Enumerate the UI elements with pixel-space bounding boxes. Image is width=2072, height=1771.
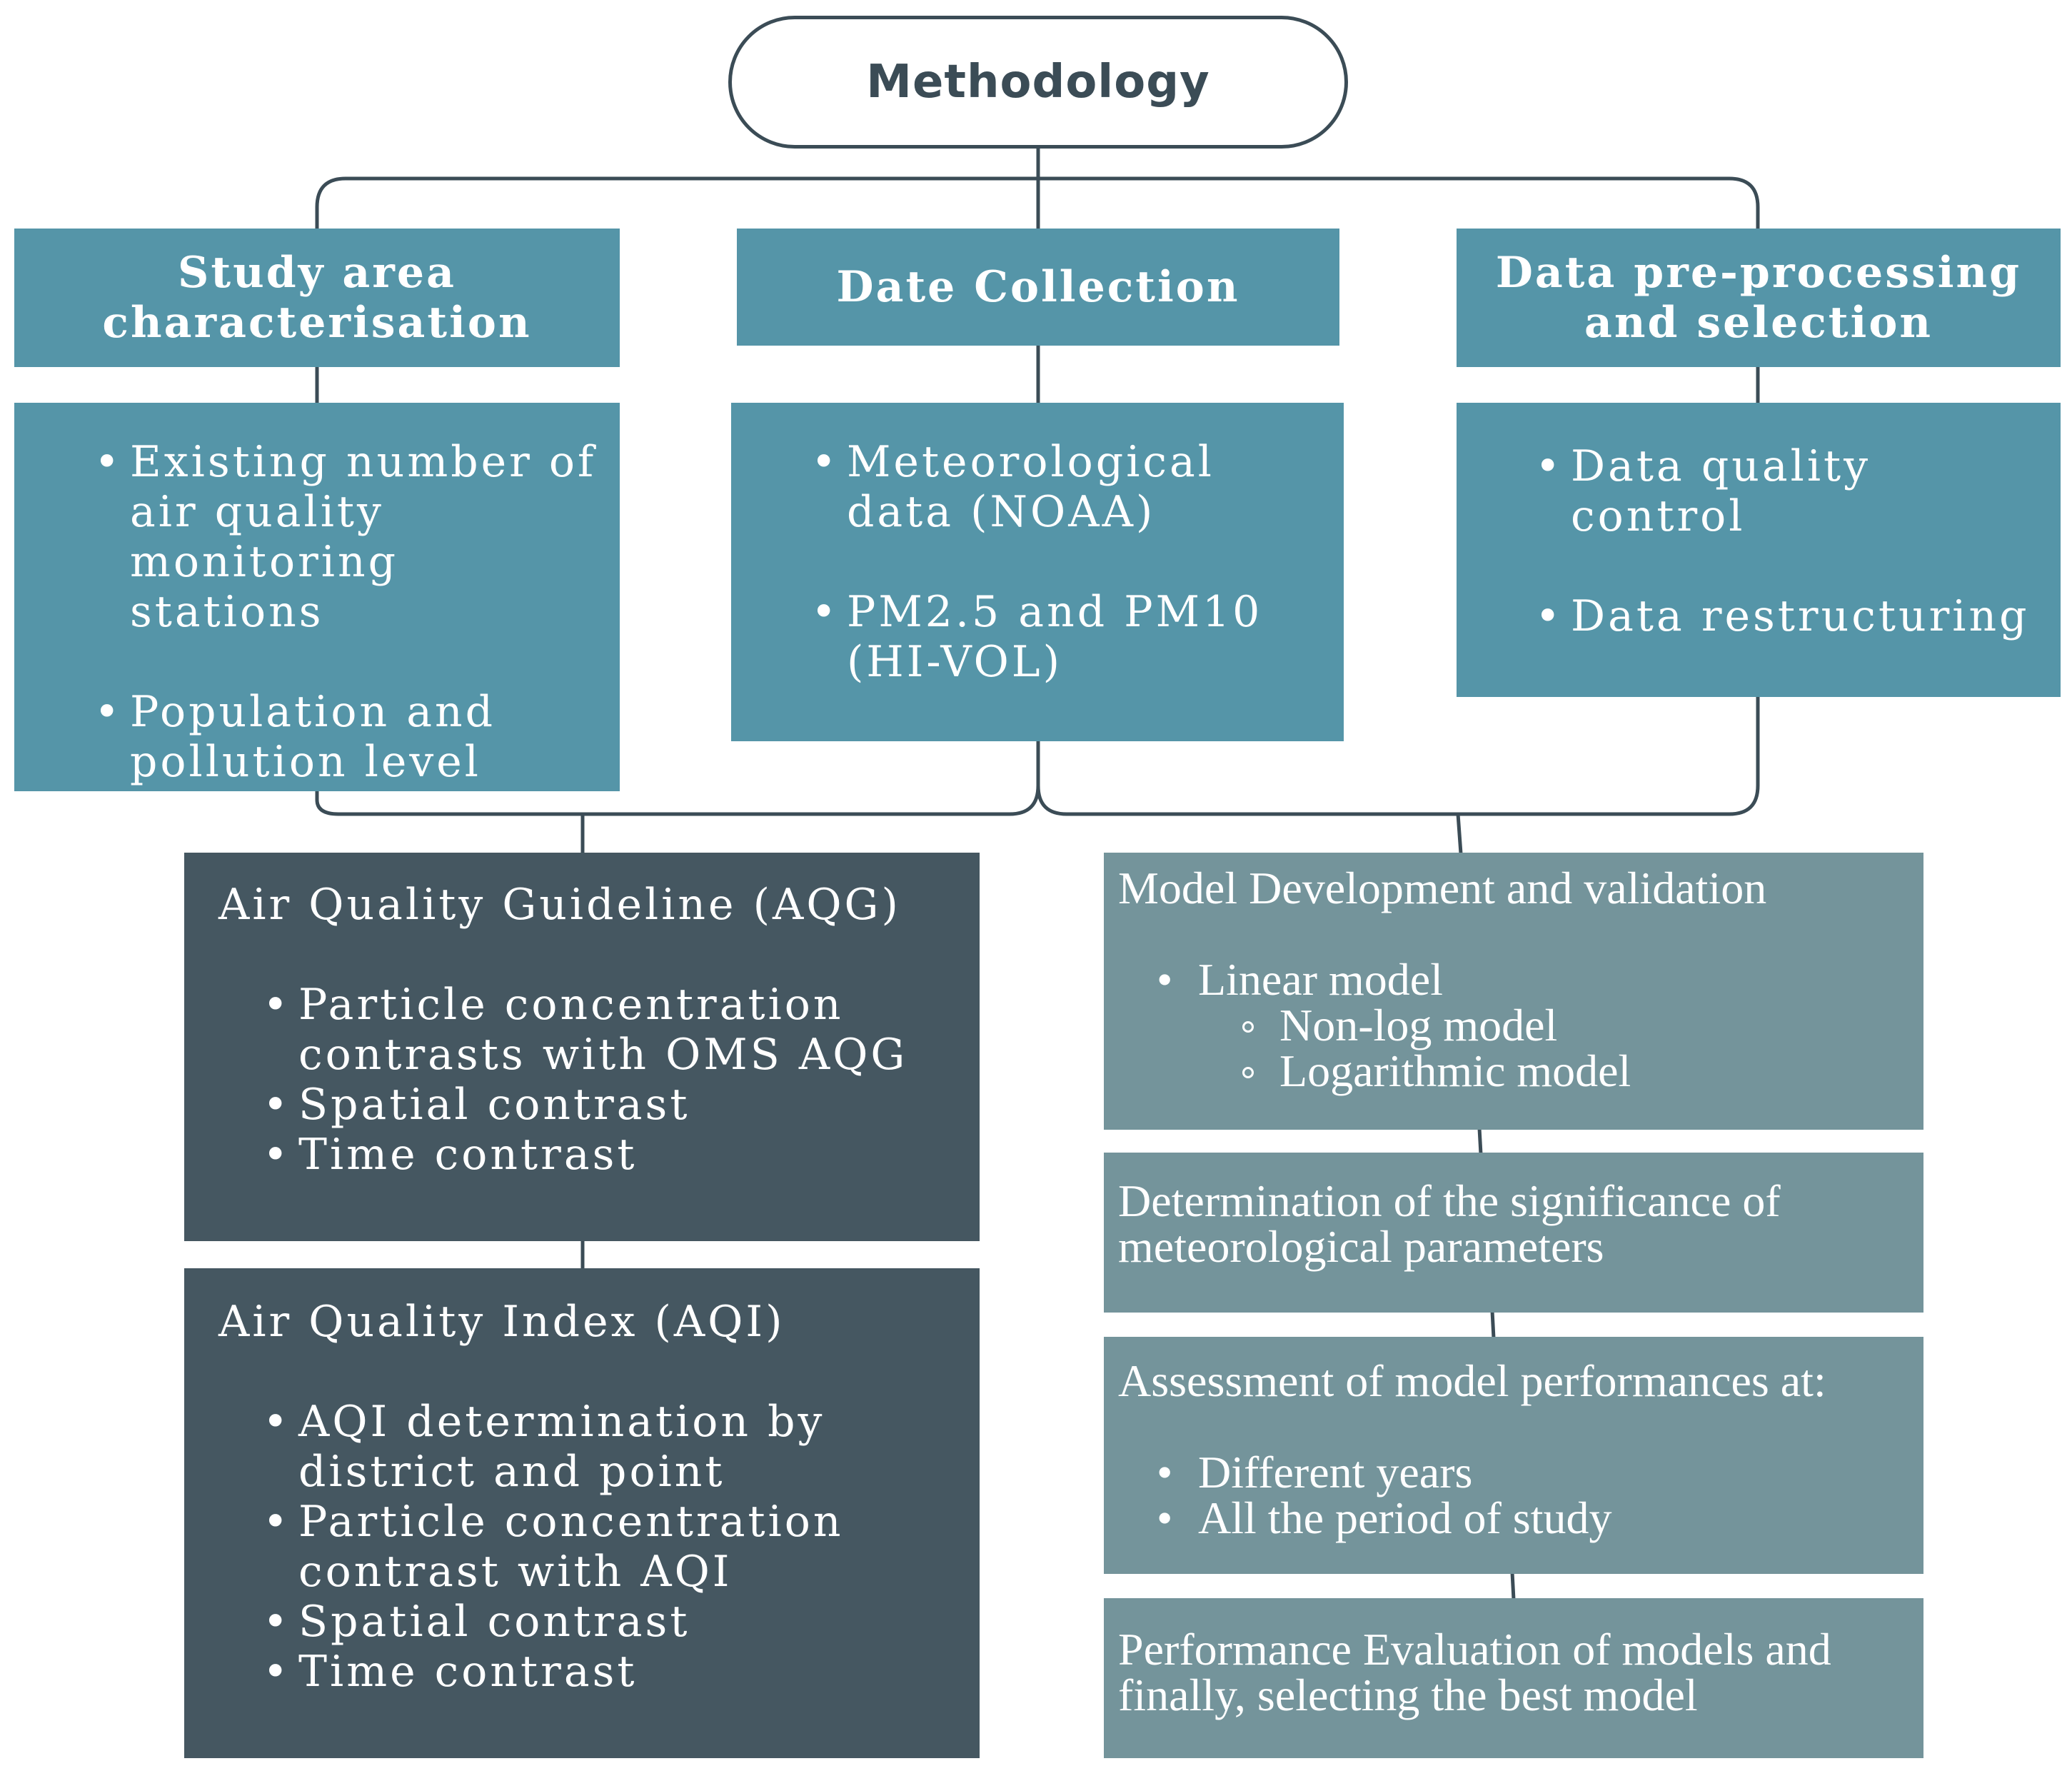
model-development-box: Model Development and validation •Linear… [1104, 853, 1923, 1130]
aqi-title: Air Quality Index (AQI) [218, 1297, 785, 1347]
list-item: •Linear model [1157, 954, 1443, 1005]
aqi-box: Air Quality Index (AQI) •AQI determinati… [184, 1268, 980, 1758]
list-item: •Data restructuring [1535, 591, 2030, 641]
header-preprocessing: Data pre-processing and selection [1457, 229, 2061, 367]
header-data-collection: Date Collection [737, 229, 1339, 346]
data-collection-content: •Meteorological data (NOAA) •PM2.5 and P… [731, 403, 1344, 741]
preprocessing-content: •Data quality control •Data restructurin… [1457, 403, 2061, 697]
study-area-content: •Existing number of air quality monitori… [14, 403, 620, 791]
sub-list-item: Logarithmic model [1242, 1048, 1909, 1094]
header-study-area-label: Study area characterisation [102, 248, 532, 348]
root-label: Methodology [866, 56, 1210, 109]
header-study-area: Study area characterisation [14, 229, 620, 367]
list-item: •Meteorological data (NOAA) [811, 437, 1214, 537]
list-item: •AQI determination by district and point [263, 1397, 825, 1497]
list-item: •Population and pollution level [94, 687, 496, 787]
list-item: •Data quality control [1535, 441, 1871, 541]
methodology-root: Methodology [728, 16, 1348, 149]
sub-list-item: Non-log model [1242, 1003, 1909, 1048]
evaluation-text: Performance Evaluation of models and fin… [1118, 1624, 1831, 1720]
aqg-title: Air Quality Guideline (AQG) [218, 880, 901, 930]
list-item: •Particle concentration contrast with AQ… [263, 1497, 844, 1597]
header-preprocessing-label: Data pre-processing and selection [1495, 248, 2022, 348]
list-item: •All the period of study [1157, 1492, 1612, 1543]
model-development-title: Model Development and validation [1118, 863, 1767, 913]
list-item: •Different years [1157, 1447, 1473, 1497]
significance-text: Determination of the significance of met… [1118, 1175, 1781, 1272]
list-item: •Time contrast [263, 1647, 638, 1697]
list-item: •Particle concentration contrasts with O… [263, 980, 908, 1080]
evaluation-box: Performance Evaluation of models and fin… [1104, 1598, 1923, 1758]
list-item: •Time contrast [263, 1130, 638, 1180]
header-data-collection-label: Date Collection [836, 262, 1240, 312]
assessment-box: Assessment of model performances at: •Di… [1104, 1337, 1923, 1574]
list-item: •PM2.5 and PM10 (HI-VOL) [811, 587, 1263, 687]
significance-box: Determination of the significance of met… [1104, 1153, 1923, 1313]
list-item: •Existing number of air quality monitori… [94, 437, 597, 637]
list-item: •Spatial contrast [263, 1597, 690, 1647]
assessment-title: Assessment of model performances at: [1118, 1355, 1826, 1406]
list-item: •Spatial contrast [263, 1080, 690, 1130]
aqg-box: Air Quality Guideline (AQG) •Particle co… [184, 853, 980, 1241]
